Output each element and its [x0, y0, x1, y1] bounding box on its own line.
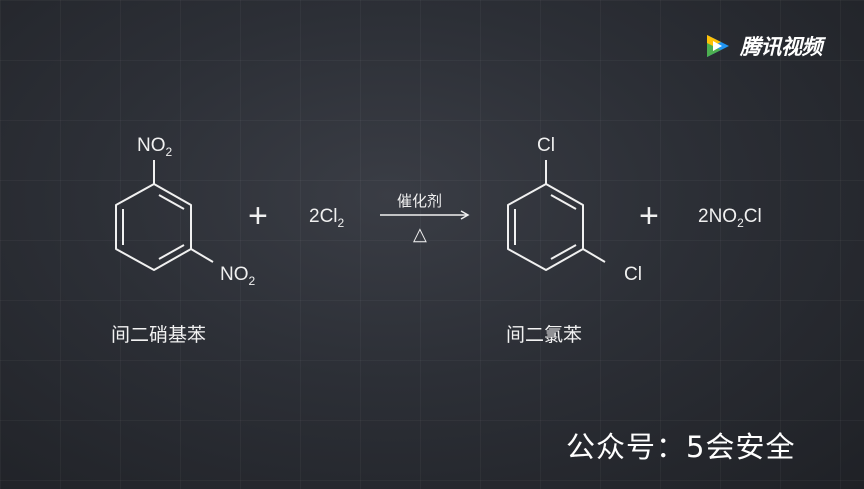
- chloro-group-top: Cl: [537, 135, 555, 156]
- tencent-video-logo: 腾讯视频: [704, 31, 823, 61]
- reactant-name: 间二硝基苯: [111, 324, 207, 346]
- chlorine-reagent: 2Cl2: [309, 206, 345, 230]
- plus-sign-1: +: [248, 197, 268, 235]
- reaction-arrow: [380, 210, 470, 220]
- tencent-video-play-icon: [707, 35, 729, 57]
- plus-sign-2: +: [639, 197, 659, 235]
- product-name: 间二氯苯: [506, 324, 583, 346]
- benzene-ring-product: [507, 160, 606, 271]
- nitryl-chloride-product: 2NO2Cl: [698, 206, 762, 230]
- logo-text: 腾讯视频: [740, 35, 823, 59]
- catalyst-label: 催化剂: [397, 193, 442, 210]
- benzene-ring-reactant: [115, 160, 214, 271]
- nitro-group-bottom: NO2: [220, 264, 256, 288]
- heat-condition: △: [413, 224, 427, 244]
- watermark-text: 公众号：5会安全: [566, 430, 796, 464]
- chloro-group-bottom: Cl: [624, 264, 642, 285]
- nitro-group-top: NO2: [137, 135, 173, 159]
